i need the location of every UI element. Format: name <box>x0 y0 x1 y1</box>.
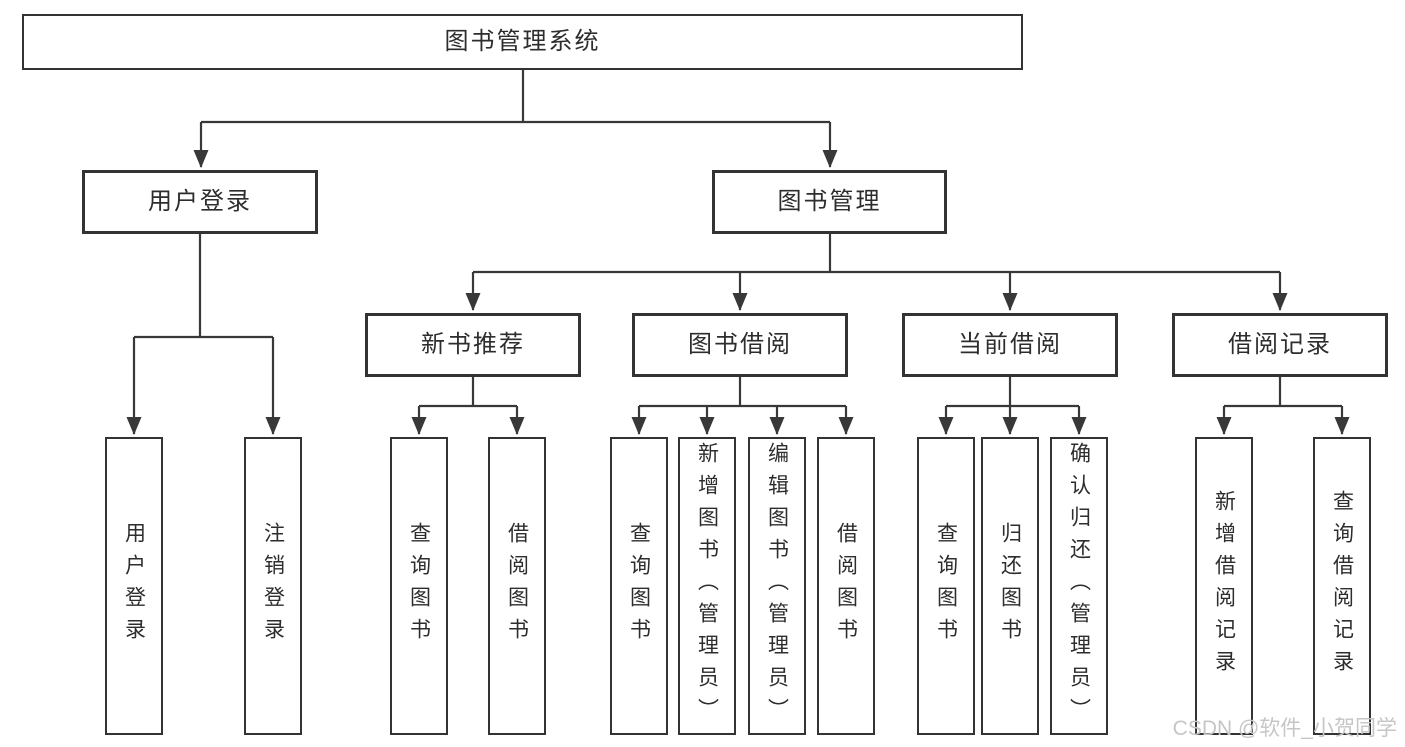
leaf-add-book-admin-label: 新增图书（管理员） <box>695 442 719 730</box>
node-book-management-label: 图书管理 <box>777 188 882 215</box>
node-root: 图书管理系统 <box>22 14 1023 70</box>
leaf-query-books-borrow: 查询图书 <box>610 437 668 735</box>
node-borrowing-records-label: 借阅记录 <box>1228 331 1332 358</box>
leaf-confirm-return-admin-label: 确认归还（管理员） <box>1067 442 1091 730</box>
leaf-query-books-current: 查询图书 <box>917 437 975 735</box>
leaf-edit-book-admin-label: 编辑图书（管理员） <box>765 442 789 730</box>
leaf-borrow-books-recommend: 借阅图书 <box>488 437 546 735</box>
node-root-label: 图书管理系统 <box>444 28 601 55</box>
leaf-user-login: 用户登录 <box>105 437 163 735</box>
leaf-add-book-admin: 新增图书（管理员） <box>678 437 736 735</box>
leaf-add-borrow-record-label: 新增借阅记录 <box>1212 490 1236 682</box>
node-book-borrowing-label: 图书借阅 <box>688 331 792 358</box>
leaf-query-books-recommend-label: 查询图书 <box>407 522 431 650</box>
leaf-query-books-recommend: 查询图书 <box>390 437 448 735</box>
leaf-logout: 注销登录 <box>244 437 302 735</box>
leaf-return-book: 归还图书 <box>981 437 1039 735</box>
leaf-borrow-books-recommend-label: 借阅图书 <box>505 522 529 650</box>
node-user-login-label: 用户登录 <box>148 188 252 215</box>
node-borrowing-records: 借阅记录 <box>1172 313 1388 377</box>
leaf-query-borrow-record: 查询借阅记录 <box>1313 437 1371 735</box>
node-user-login: 用户登录 <box>82 170 318 234</box>
leaf-logout-label: 注销登录 <box>261 522 285 650</box>
node-book-borrowing: 图书借阅 <box>632 313 848 377</box>
leaf-confirm-return-admin: 确认归还（管理员） <box>1050 437 1108 735</box>
leaf-query-borrow-record-label: 查询借阅记录 <box>1330 490 1354 682</box>
node-current-borrowing-label: 当前借阅 <box>958 331 1062 358</box>
node-book-management: 图书管理 <box>712 170 947 234</box>
node-new-book-recommendation-label: 新书推荐 <box>421 331 525 358</box>
leaf-borrow-books: 借阅图书 <box>817 437 875 735</box>
node-current-borrowing: 当前借阅 <box>902 313 1118 377</box>
leaf-borrow-books-label: 借阅图书 <box>834 522 858 650</box>
leaf-return-book-label: 归还图书 <box>998 522 1022 650</box>
leaf-user-login-label: 用户登录 <box>122 522 146 650</box>
leaf-add-borrow-record: 新增借阅记录 <box>1195 437 1253 735</box>
watermark: CSDN @软件_小贺同学 <box>1172 717 1397 740</box>
leaf-edit-book-admin: 编辑图书（管理员） <box>748 437 806 735</box>
node-new-book-recommendation: 新书推荐 <box>365 313 581 377</box>
leaf-query-books-borrow-label: 查询图书 <box>627 522 651 650</box>
leaf-query-books-current-label: 查询图书 <box>934 522 958 650</box>
